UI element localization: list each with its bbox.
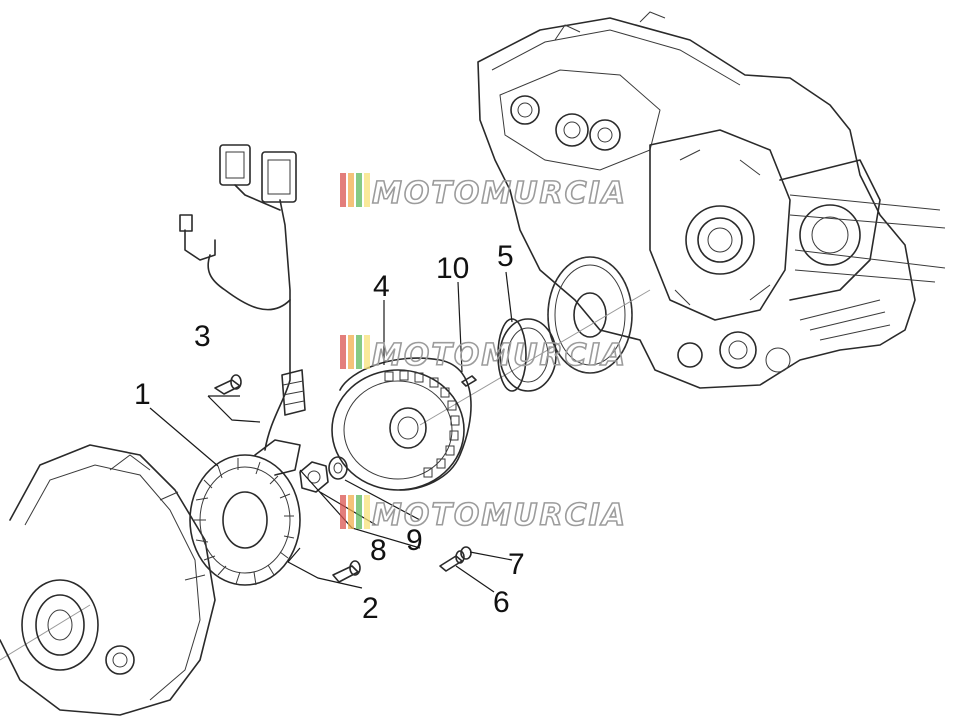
wiring-harness — [179, 144, 306, 451]
watermark-text: MOTOMURCIA — [372, 338, 627, 373]
callout-4: 4 — [373, 270, 390, 303]
key-part-10 — [461, 375, 477, 387]
watermark-text: MOTOMURCIA — [372, 498, 627, 533]
flywheel-rotor-part — [331, 357, 472, 491]
callout-2: 2 — [362, 592, 379, 625]
screw-part-3 — [214, 374, 242, 395]
bolt-parts-6-7 — [439, 546, 472, 572]
callout-numbers: 1 2 3 4 5 6 7 8 9 10 — [134, 240, 525, 625]
callout-5: 5 — [497, 240, 514, 273]
watermark-bottom: MOTOMURCIA — [340, 495, 627, 534]
callout-6: 6 — [493, 586, 510, 619]
crankcase-drawing — [477, 11, 946, 389]
screw-part-2 — [332, 560, 361, 583]
stator-part — [189, 439, 301, 586]
callout-10: 10 — [436, 252, 469, 285]
watermark-top: MOTOMURCIA — [340, 173, 627, 212]
watermark-middle: MOTOMURCIA — [340, 335, 627, 374]
callout-1: 1 — [134, 378, 151, 411]
callout-9: 9 — [406, 524, 423, 557]
nut-washer-parts — [299, 456, 348, 493]
assembly-axis — [0, 289, 651, 661]
callout-3: 3 — [194, 320, 211, 353]
sprocket-gear — [547, 256, 633, 374]
watermark-text: MOTOMURCIA — [372, 176, 627, 211]
side-cover-drawing — [0, 444, 216, 716]
callout-8: 8 — [370, 534, 387, 567]
callout-7: 7 — [508, 548, 525, 581]
